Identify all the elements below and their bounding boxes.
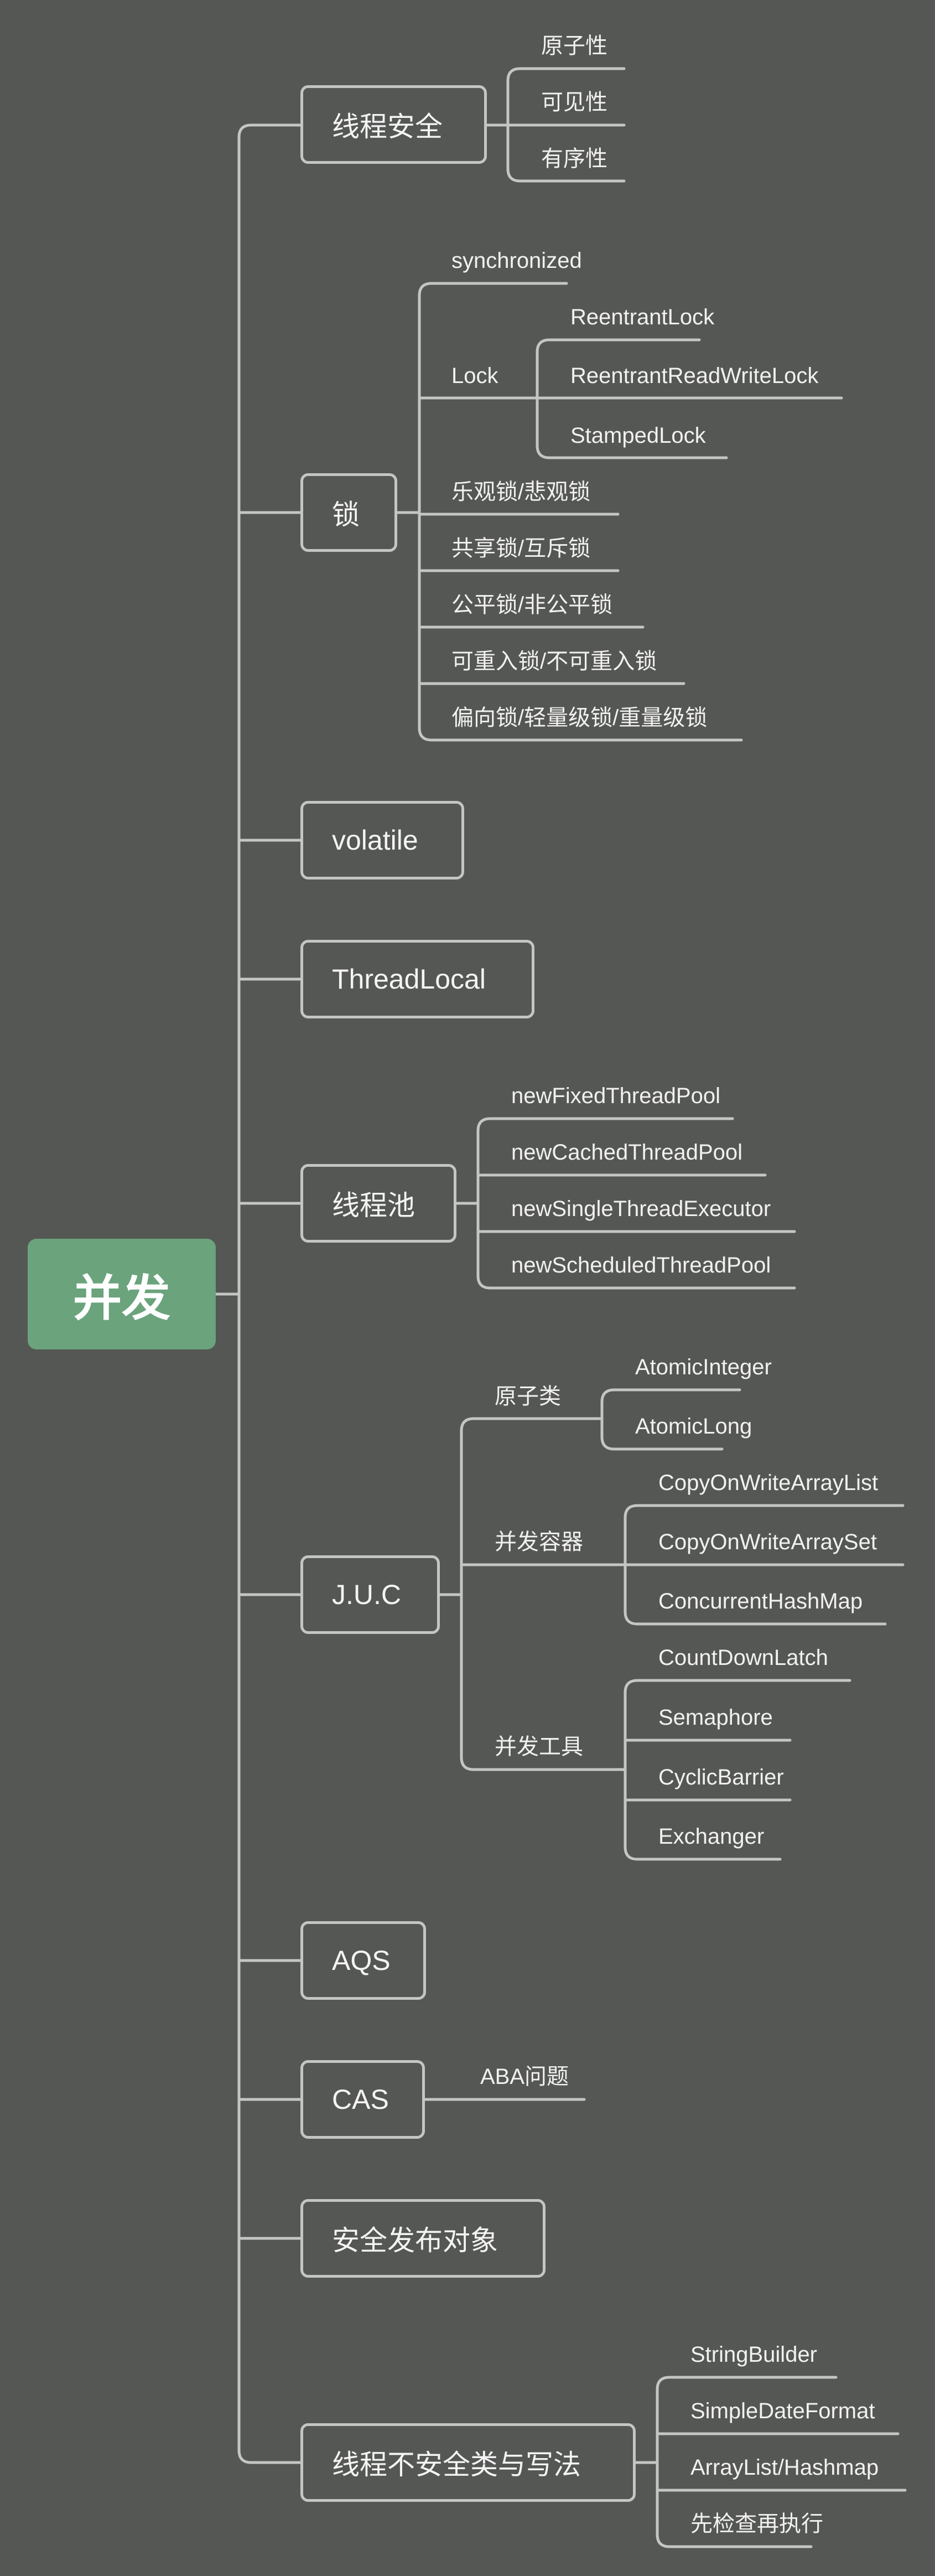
containers-branch [624,1504,905,1566]
leaf-stampedlock[interactable]: StampedLock [570,423,706,448]
unsafe-branch [656,2461,813,2548]
leaf-copyonwritearrayset[interactable]: CopyOnWriteArraySet [658,1530,877,1554]
leaf-concurrent-tools[interactable]: 并发工具 [495,1735,583,1759]
node-threadpool[interactable]: 线程池 [300,1164,456,1243]
tools-branch [624,1768,782,1861]
root-branch [237,123,302,1296]
leaf-optimistic-pessimistic[interactable]: 乐观锁/悲观锁 [451,480,591,504]
leaf-stringbuilder[interactable]: StringBuilder [690,2342,818,2367]
node-aqs[interactable]: AQS [300,1921,426,2000]
lock-sub-branch [536,396,728,459]
unsafe-branch [656,2376,838,2464]
lock-sub-branch [536,338,701,400]
lock-branch [418,511,743,742]
leaf-biased-light-heavy[interactable]: 偏向锁/轻量级锁/重量级锁 [451,706,708,730]
lock-branch [418,282,568,514]
leaf-simpledateformat[interactable]: SimpleDateFormat [690,2399,875,2423]
leaf-reentrant-nonreentrant[interactable]: 可重入锁/不可重入锁 [451,649,657,674]
leaf-fair-unfair[interactable]: 公平锁/非公平锁 [451,593,613,617]
leaf-newcachedthreadpool[interactable]: newCachedThreadPool [511,1140,743,1165]
leaf-shared-exclusive[interactable]: 共享锁/互斥锁 [451,536,591,561]
atomic-branch [600,1388,741,1420]
containers-branch [624,1563,887,1626]
leaf-reentrantreadwritelock[interactable]: ReentrantReadWriteLock [570,364,819,388]
leaf-newscheduledthreadpool[interactable]: newScheduledThreadPool [511,1253,771,1277]
leaf-copyonwritearraylist[interactable]: CopyOnWriteArrayList [658,1471,879,1495]
juc-branch [460,1417,601,1596]
leaf-countdownlatch[interactable]: CountDownLatch [658,1646,828,1670]
leaf-newsinglethreadexecutor[interactable]: newSingleThreadExecutor [511,1197,771,1221]
leaf-arraylist-hashmap[interactable]: ArrayList/Hashmap [690,2455,879,2480]
root-branch [237,1292,302,2464]
leaf-lock[interactable]: Lock [451,364,498,388]
leaf-cyclicbarrier[interactable]: CyclicBarrier [658,1765,784,1789]
node-unsafe-classes[interactable]: 线程不安全类与写法 [300,2423,636,2502]
leaf-newfixedthreadpool[interactable]: newFixedThreadPool [511,1084,720,1108]
node-juc[interactable]: J.U.C [300,1555,440,1634]
leaf-exchanger[interactable]: Exchanger [658,1824,765,1849]
leaf-aba-problem[interactable]: ABA问题 [480,2065,569,2089]
threadpool-branch [476,1117,734,1205]
leaf-synchronized[interactable]: synchronized [451,249,582,273]
leaf-concurrent-containers[interactable]: 并发容器 [495,1530,583,1554]
leaf-atomicity[interactable]: 原子性 [541,34,607,58]
node-volatile[interactable]: volatile [300,801,464,880]
tools-branch [624,1679,851,1771]
leaf-atomicinteger[interactable]: AtomicInteger [635,1355,772,1379]
node-thread-safety[interactable]: 线程安全 [300,85,487,164]
node-threadlocal[interactable]: ThreadLocal [300,940,534,1018]
node-lock[interactable]: 锁 [300,473,397,552]
thread-safety-branch [506,67,626,127]
root-node-concurrency[interactable]: 并发 [28,1239,216,1349]
threadpool-branch [476,1202,796,1290]
node-safe-publish[interactable]: 安全发布对象 [300,2199,546,2278]
node-cas[interactable]: CAS [300,2060,425,2139]
leaf-visibility[interactable]: 可见性 [541,90,607,115]
juc-branch [460,1593,601,1771]
leaf-check-then-act[interactable]: 先检查再执行 [690,2512,823,2536]
leaf-atomiclong[interactable]: AtomicLong [635,1414,752,1439]
leaf-reentrantlock[interactable]: ReentrantLock [570,305,715,329]
leaf-atomic-classes[interactable]: 原子类 [495,1384,561,1409]
leaf-semaphore[interactable]: Semaphore [658,1705,773,1730]
leaf-ordering[interactable]: 有序性 [541,147,607,171]
atomic-branch [600,1417,724,1451]
leaf-concurrenthashmap[interactable]: ConcurrentHashMap [658,1589,863,1613]
thread-safety-branch [506,123,626,183]
